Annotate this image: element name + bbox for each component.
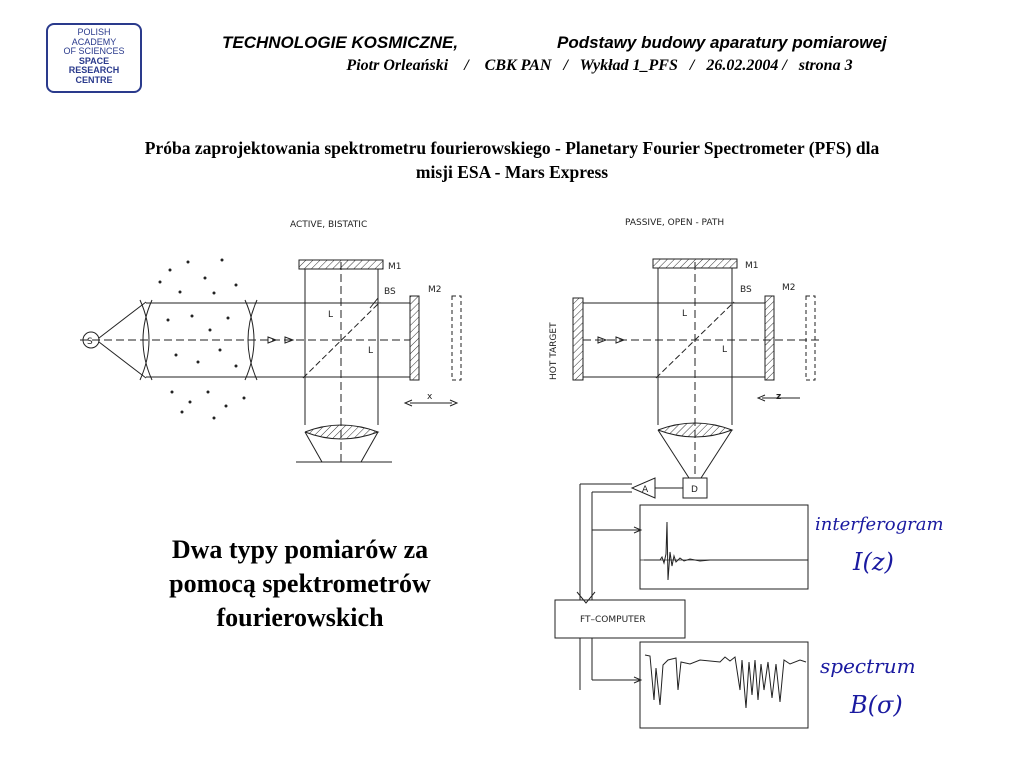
header-course-name: TECHNOLOGIE KOSMICZNE, <box>222 33 459 52</box>
interferogram-plot <box>639 504 809 590</box>
left-m2-label: M2 <box>428 285 442 295</box>
ft-computer-box <box>554 599 686 639</box>
header-info: Piotr Orleański / CBK PAN / Wykład 1_PFS… <box>346 57 853 74</box>
header-course: TECHNOLOGIE KOSMICZNE, Podstawy budowy a… <box>0 33 1024 55</box>
left-heading: ACTIVE, BISTATIC <box>290 220 367 230</box>
slide-title-line1: Próba zaprojektowania spektrometru fouri… <box>144 138 880 158</box>
subtitle-line3: fourierowskich <box>216 603 384 632</box>
left-mirror-m2-moved <box>451 295 462 381</box>
right-l1-label: L <box>682 309 687 319</box>
spectrum-plot <box>639 641 809 729</box>
slide-title: Próba zaprojektowania spektrometru fouri… <box>30 136 994 184</box>
logo-line2: ACADEMY <box>71 36 117 47</box>
detector-label: D <box>691 485 698 495</box>
left-bs-label: BS <box>384 287 396 297</box>
logo-line6: CENTRE <box>75 74 113 85</box>
logo-line5: RESEARCH <box>68 65 120 75</box>
right-beam-splitter <box>655 301 735 379</box>
passive-open-path-diagram: PASSIVE, OPEN - PATH HOT TARGET M1 BS L … <box>549 218 820 729</box>
logo-line1: POLISH <box>77 27 111 37</box>
right-bs-label: BS <box>740 285 752 295</box>
right-mirror-m2 <box>764 295 775 381</box>
subtitle-line1: Dwa typy pomiarów za <box>171 535 429 564</box>
cbk-logo: POLISH ACADEMY OF SCIENCES SPACE RESEARC… <box>46 23 142 93</box>
spectrum-label: spectrum <box>820 654 916 678</box>
spectrum-trace <box>644 654 807 709</box>
left-m1-label: M1 <box>388 262 402 272</box>
right-z-label: z <box>776 392 781 402</box>
slide-title-line2: misji ESA - Mars Express <box>415 162 609 182</box>
right-m1-label: M1 <box>745 261 759 271</box>
right-output-lens <box>657 422 734 438</box>
hot-target <box>572 297 584 381</box>
left-lens-1 <box>139 299 150 381</box>
left-l2-label: L <box>368 346 373 356</box>
logo-line3: OF SCIENCES <box>63 46 125 56</box>
active-bistatic-diagram: ACTIVE, BISTATIC S M1 <box>80 220 462 465</box>
right-l2-label: L <box>722 345 727 355</box>
amplifier-label: A <box>642 485 649 495</box>
spectrum-symbol: B(σ) <box>849 691 903 719</box>
source-label: S <box>87 337 93 347</box>
ft-computer-label: FT–COMPUTER <box>580 615 646 625</box>
interferogram-trace <box>644 521 808 581</box>
left-beam-splitter <box>302 301 381 379</box>
slide-subtitle: Dwa typy pomiarów za pomocą spektrometró… <box>110 533 490 635</box>
logo-line4: SPACE <box>78 55 110 66</box>
right-mirror-m2-moved <box>805 295 816 381</box>
left-output-lens <box>304 424 380 440</box>
hot-target-label: HOT TARGET <box>549 322 559 380</box>
left-x-label: x <box>427 392 433 402</box>
interferogram-symbol: I(z) <box>852 548 894 576</box>
right-m2-label: M2 <box>782 283 796 293</box>
particle-cloud <box>158 258 246 420</box>
header-lecture-topic: Podstawy budowy aparatury pomiarowej <box>557 33 887 52</box>
subtitle-line2: pomocą spektrometrów <box>169 569 431 598</box>
amplifier <box>630 477 656 499</box>
interferogram-label: interferogram <box>815 514 944 535</box>
left-l1-label: L <box>328 310 333 320</box>
right-heading: PASSIVE, OPEN - PATH <box>625 218 724 228</box>
left-mirror-m2 <box>409 295 420 381</box>
